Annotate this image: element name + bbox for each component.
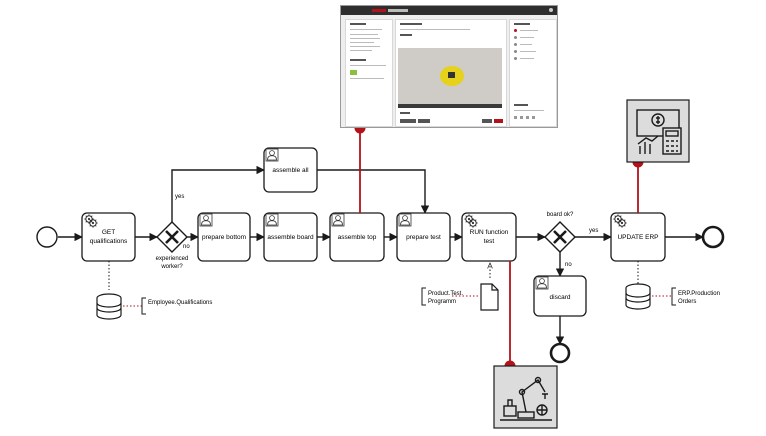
status-dot [514, 50, 517, 53]
gateway-board-ok[interactable] [544, 221, 576, 253]
red-connectors [359, 128, 639, 366]
app-menu-dots-icon[interactable] [549, 8, 553, 12]
task-update-erp[interactable]: UPDATE ERP [610, 212, 666, 262]
gear-icon [612, 213, 624, 225]
annotation-brackets [141, 287, 676, 315]
app-button-secondary[interactable] [482, 119, 492, 123]
gateway-yes-label: yes [175, 194, 184, 200]
task-label: prepare bottom [202, 234, 246, 241]
task-label: UPDATE ERP [617, 234, 658, 241]
start-event[interactable] [36, 226, 58, 248]
data-store-erp[interactable] [625, 283, 651, 310]
app-logo [372, 9, 386, 12]
data-store-label: Orders [678, 299, 696, 305]
task-label: assemble top [338, 234, 377, 241]
task-prepare-bottom[interactable]: prepare bottom [197, 212, 251, 262]
app-center-panel [395, 19, 507, 127]
task-label: prepare test [406, 234, 441, 241]
data-store-label: ERP.Production [678, 291, 720, 297]
gear-icon [83, 213, 95, 225]
status-dot [514, 36, 517, 39]
app-left-panel [345, 19, 393, 127]
annotation-links [123, 295, 672, 307]
task-assemble-top[interactable]: assemble top [329, 212, 385, 262]
app-button-secondary[interactable] [400, 119, 416, 123]
task-get-qualifications[interactable]: GET qualifications [81, 212, 136, 262]
user-icon [265, 213, 279, 227]
task-label: GET [102, 229, 115, 236]
gateway-no-label: no [183, 244, 190, 250]
status-dot [514, 57, 517, 60]
gateway-experienced-worker[interactable] [156, 221, 188, 253]
status-dot [514, 43, 517, 46]
task-assemble-all[interactable]: assemble all [263, 147, 318, 193]
sequence-flows [58, 165, 704, 345]
robot-arm-icon [493, 365, 558, 429]
user-icon [265, 148, 279, 162]
data-object-label: Product.Test. [428, 291, 463, 297]
status-dot [514, 29, 517, 32]
app-screenshot [340, 5, 558, 128]
finance-calculator-icon [626, 99, 690, 163]
gear-icon [616, 217, 628, 229]
gateway-no-label: no [565, 262, 572, 268]
task-label: assemble all [272, 167, 309, 174]
user-icon [331, 213, 345, 227]
app-title-bar-text [388, 9, 408, 12]
product-image-label [448, 72, 455, 78]
end-event[interactable] [701, 225, 725, 249]
gear-icon [463, 213, 475, 225]
task-label: RUN function [470, 229, 509, 236]
data-object-product-test[interactable] [480, 283, 499, 311]
end-event-discard[interactable] [549, 342, 571, 364]
task-label: assemble board [267, 234, 314, 241]
task-run-function-test[interactable]: RUN function test [461, 212, 517, 262]
data-object-label: Programm [428, 299, 456, 305]
task-discard[interactable]: discard [533, 275, 587, 317]
data-store-employee[interactable] [96, 293, 122, 320]
gateway-label: experienced [156, 256, 189, 262]
app-thumbnail [350, 70, 357, 75]
gateway-yes-label: yes [589, 228, 598, 234]
gateway-label: worker? [160, 264, 183, 270]
task-assemble-board[interactable]: assemble board [263, 212, 318, 262]
app-video-player[interactable] [398, 48, 502, 108]
gateway-label: board ok? [547, 212, 574, 218]
data-store-label: Employee.Qualifications [148, 300, 212, 306]
task-label: discard [550, 294, 571, 301]
data-associations [108, 261, 639, 290]
user-icon [398, 213, 412, 227]
task-prepare-test[interactable]: prepare test [396, 212, 451, 262]
gear-icon [87, 217, 99, 229]
app-button-secondary[interactable] [418, 119, 430, 123]
video-controls[interactable] [398, 104, 502, 108]
user-icon [199, 213, 213, 227]
app-titlebar [341, 6, 557, 15]
app-button-primary[interactable] [494, 119, 503, 123]
user-icon [535, 276, 549, 290]
rating-icons[interactable] [514, 116, 538, 119]
task-label: qualifications [90, 238, 128, 245]
task-label: test [484, 238, 495, 245]
gear-icon [467, 217, 479, 229]
app-right-panel [509, 19, 557, 127]
